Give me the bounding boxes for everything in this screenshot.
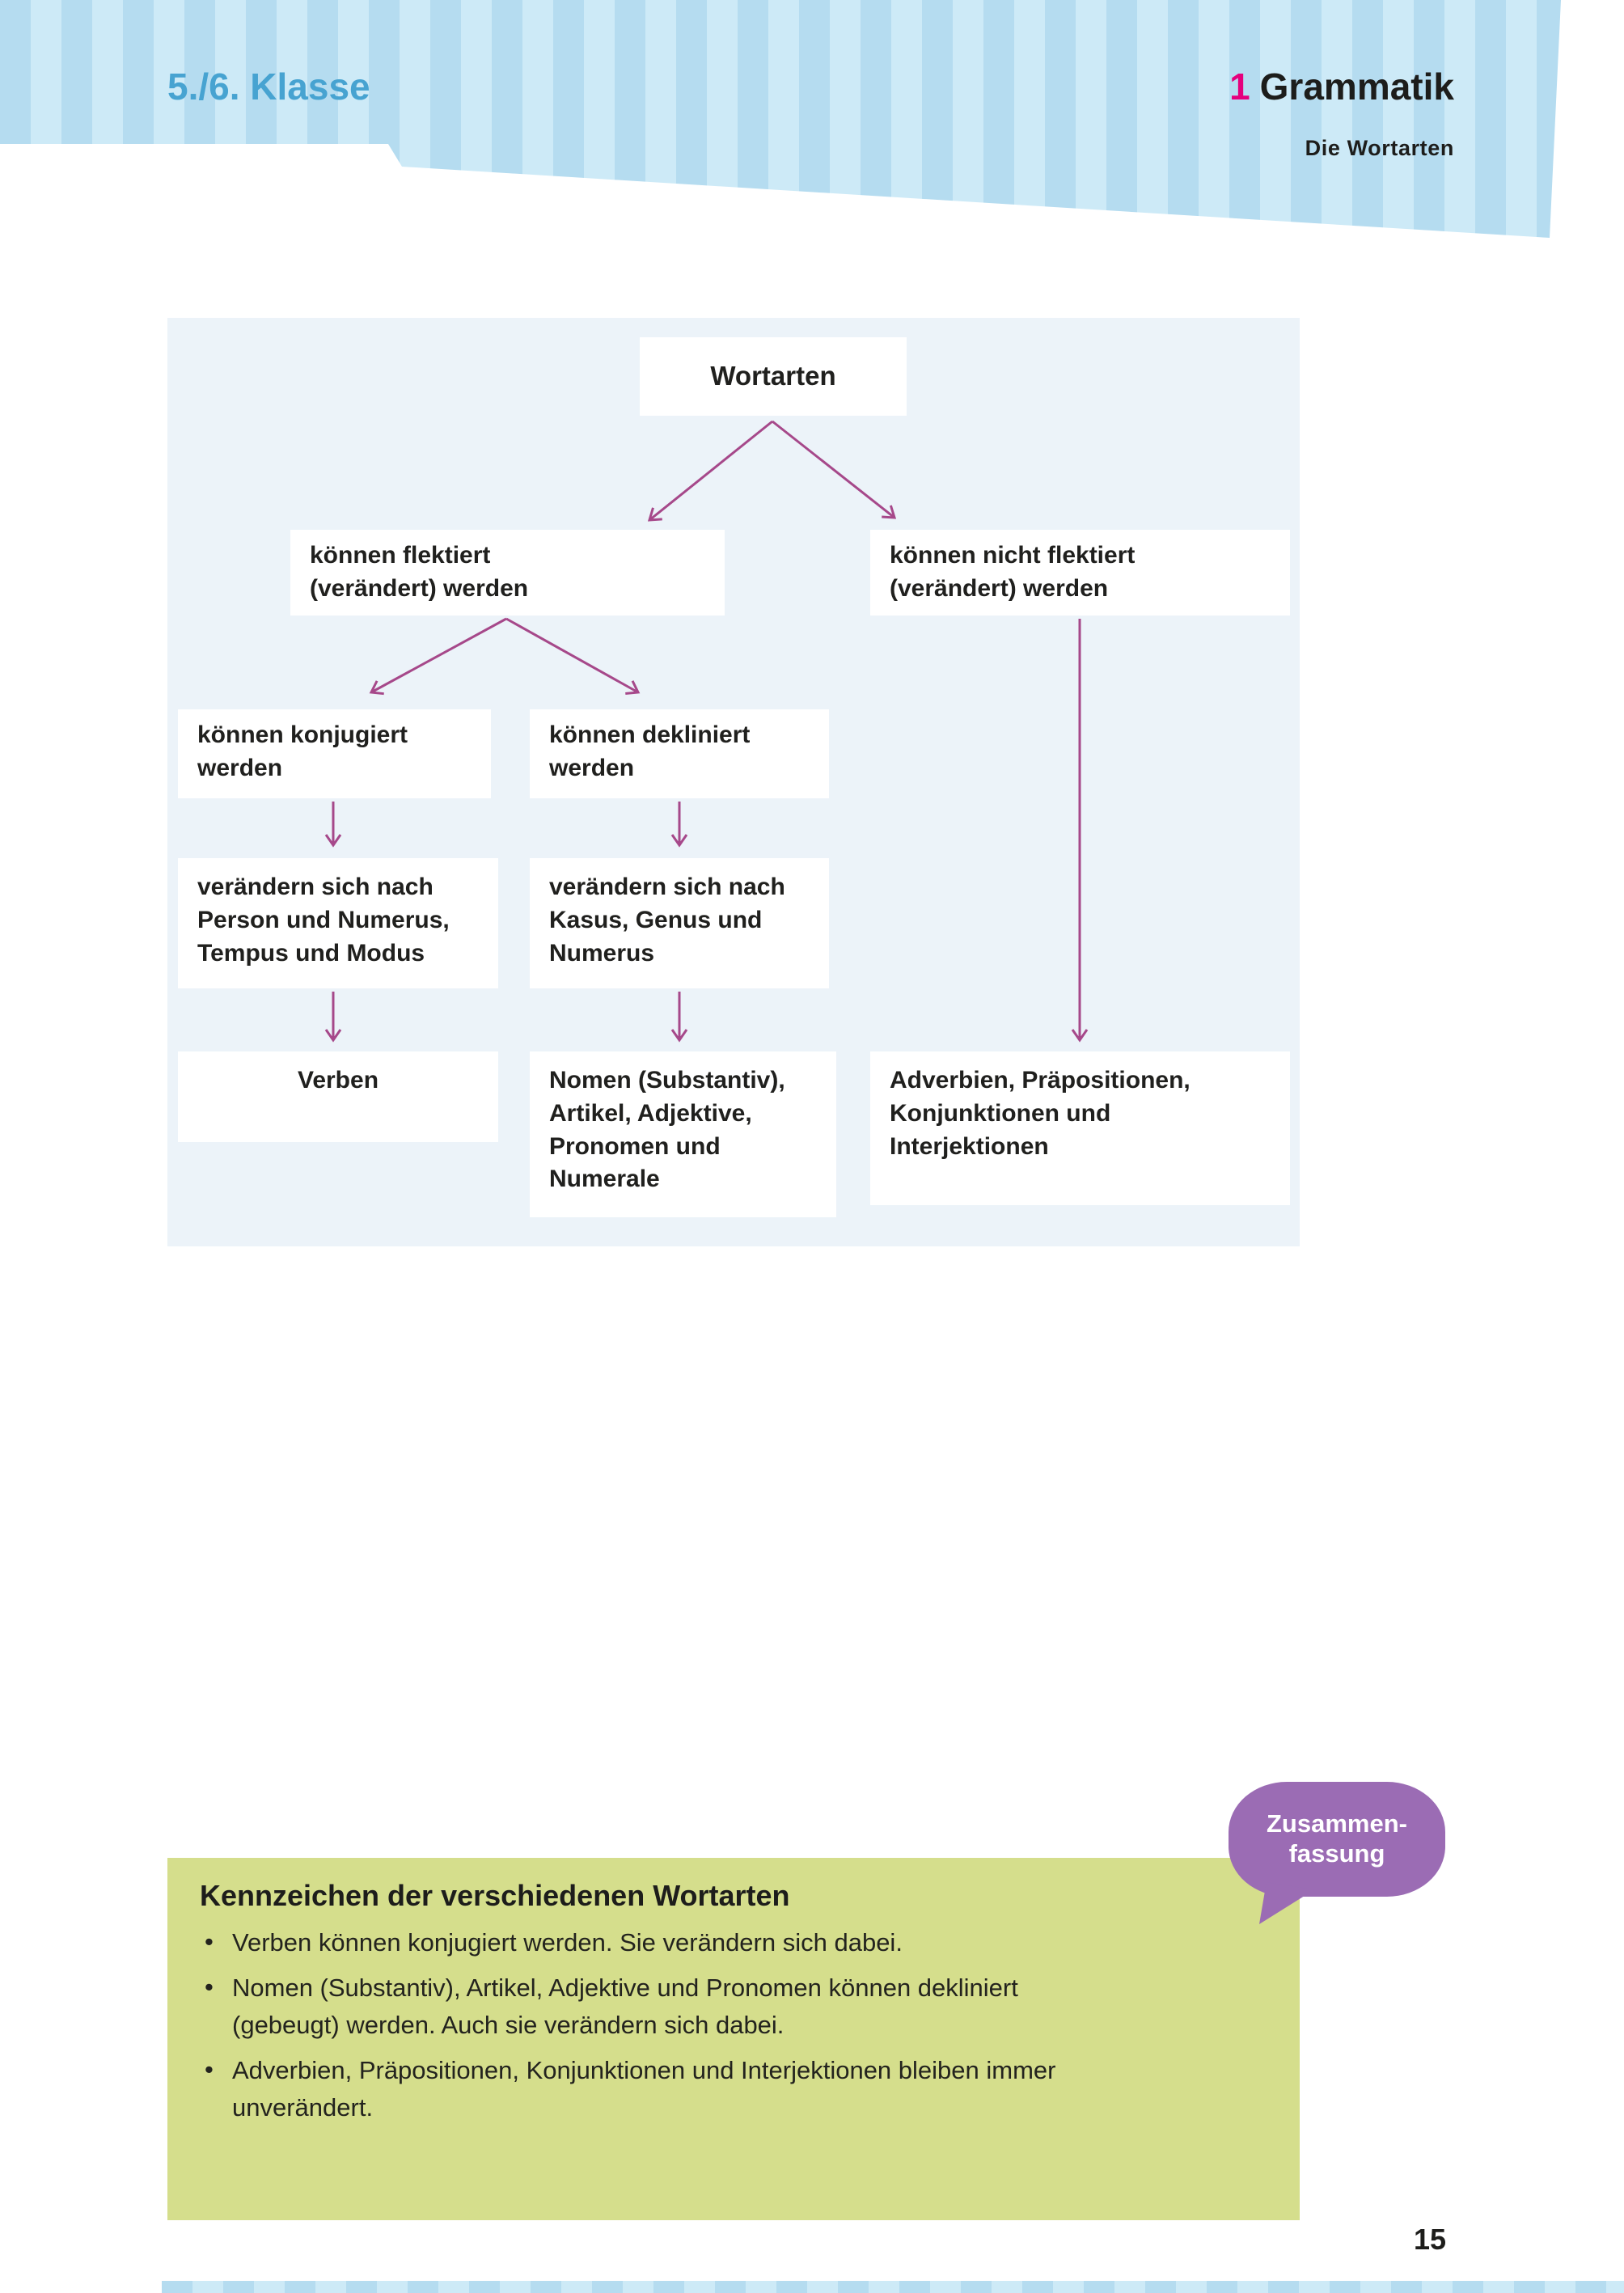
page-number: 15 bbox=[1414, 2223, 1447, 2256]
summary-heading: Kennzeichen der verschiedenen Wortarten bbox=[200, 1879, 790, 1912]
summary-item-verben: Verben können konjugiert werden. Sie ver… bbox=[200, 1923, 1114, 1962]
node-person-numerus: verändern sich nach Person und Numerus, … bbox=[178, 858, 498, 988]
node-kasus-genus: verändern sich nach Kasus, Genus und Num… bbox=[530, 858, 829, 988]
flow-arrows bbox=[324, 420, 1089, 1043]
header-banner bbox=[0, 0, 1561, 238]
node-dekliniert: können dekliniert werden bbox=[530, 709, 829, 798]
node-adverbien: Adverbien, Präpositionen, Konjunktionen … bbox=[870, 1051, 1290, 1205]
node-konjugiert: können konjugiert werden bbox=[178, 709, 491, 798]
node-nicht-flektiert: können nicht flektiert (verändert) werde… bbox=[870, 530, 1290, 616]
grade-label: 5./6. Klasse bbox=[167, 66, 370, 108]
bubble-label: Zusammen- fassung bbox=[1267, 1809, 1407, 1868]
summary-box: Kennzeichen der verschiedenen Wortarten … bbox=[167, 1858, 1300, 2220]
section-title: Die Wortarten bbox=[1305, 136, 1454, 160]
node-flektiert: können flektiert (verändert) werden bbox=[290, 530, 725, 616]
summary-item-nomen: Nomen (Substantiv), Artikel, Adjektive u… bbox=[200, 1969, 1114, 2045]
summary-list: Verben können konjugiert werden. Sie ver… bbox=[200, 1923, 1114, 2127]
node-nomen: Nomen (Substantiv), Artikel, Adjektive, … bbox=[530, 1051, 836, 1217]
chapter-number: 1 bbox=[1229, 66, 1250, 108]
summary-bubble: Zusammen- fassung bbox=[1229, 1782, 1445, 1924]
bottom-banner-strip bbox=[162, 2281, 1624, 2293]
arrow-flektiert-to-dekliniert bbox=[505, 617, 641, 696]
node-verben: Verben bbox=[178, 1051, 498, 1142]
arrow-root-to-nicht-flektiert bbox=[772, 420, 897, 519]
summary-item-adverbien: Adverbien, Präpositionen, Konjunktionen … bbox=[200, 2051, 1114, 2127]
wortarten-diagram-panel: Wortarten können flektiert (verändert) w… bbox=[167, 318, 1300, 1246]
chapter-name: Grammatik bbox=[1259, 66, 1454, 108]
arrow-flektiert-to-konjugiert bbox=[369, 617, 507, 696]
arrow-root-to-flektiert bbox=[647, 420, 773, 522]
node-wortarten: Wortarten bbox=[640, 337, 907, 416]
